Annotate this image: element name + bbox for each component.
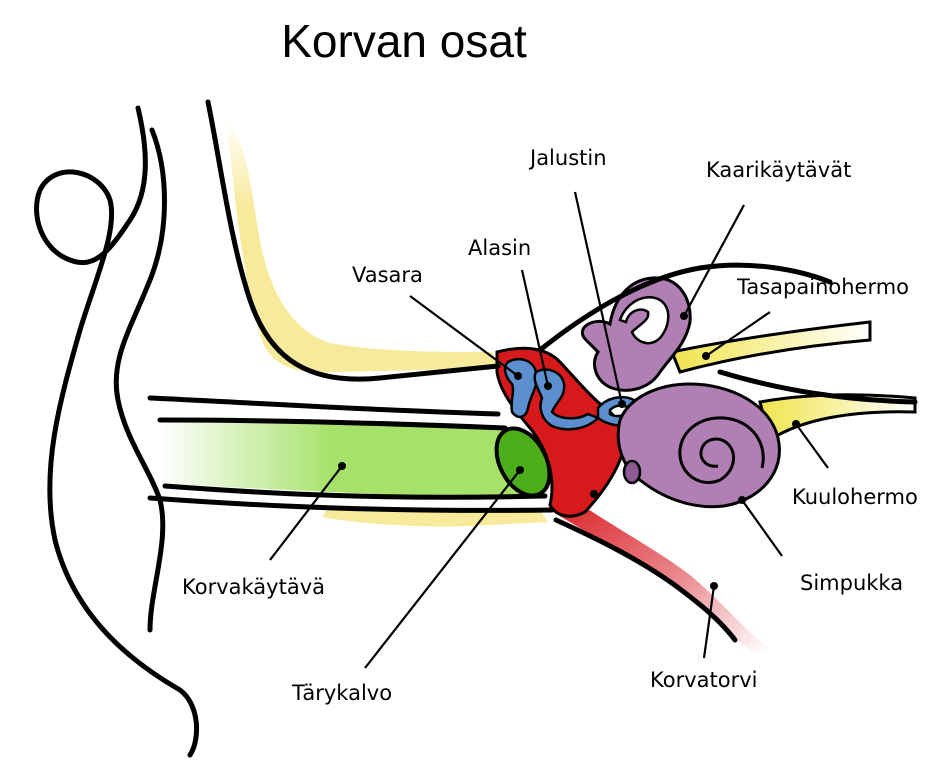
- label-korvakaytava: Korvakäytävä: [182, 575, 325, 599]
- cochlea-shape: [618, 384, 779, 507]
- leader-kuulohermo: [792, 420, 828, 468]
- label-kuulohermo: Kuulohermo: [792, 485, 918, 509]
- label-tarykalvo: Tärykalvo: [291, 681, 392, 705]
- label-tasapainohermo: Tasapainohermo: [736, 275, 909, 299]
- label-alasin: Alasin: [468, 236, 531, 260]
- label-vasara: Vasara: [352, 263, 423, 287]
- leader-simpukka: [738, 496, 782, 556]
- label-jalustin: Jalustin: [528, 146, 607, 170]
- vestibular-nerve-shape: [672, 322, 870, 372]
- canal-upper-wall: [150, 398, 498, 414]
- oval-window: [624, 461, 640, 483]
- diagram-title: Korvan osat: [281, 15, 527, 67]
- label-korvatorvi: Korvatorvi: [650, 668, 757, 692]
- label-simpukka: Simpukka: [800, 571, 903, 595]
- leader-middle-ear: [590, 490, 598, 498]
- canal-lower-wall: [150, 498, 552, 510]
- label-kaarikaytavat: Kaarikäytävät: [706, 158, 851, 182]
